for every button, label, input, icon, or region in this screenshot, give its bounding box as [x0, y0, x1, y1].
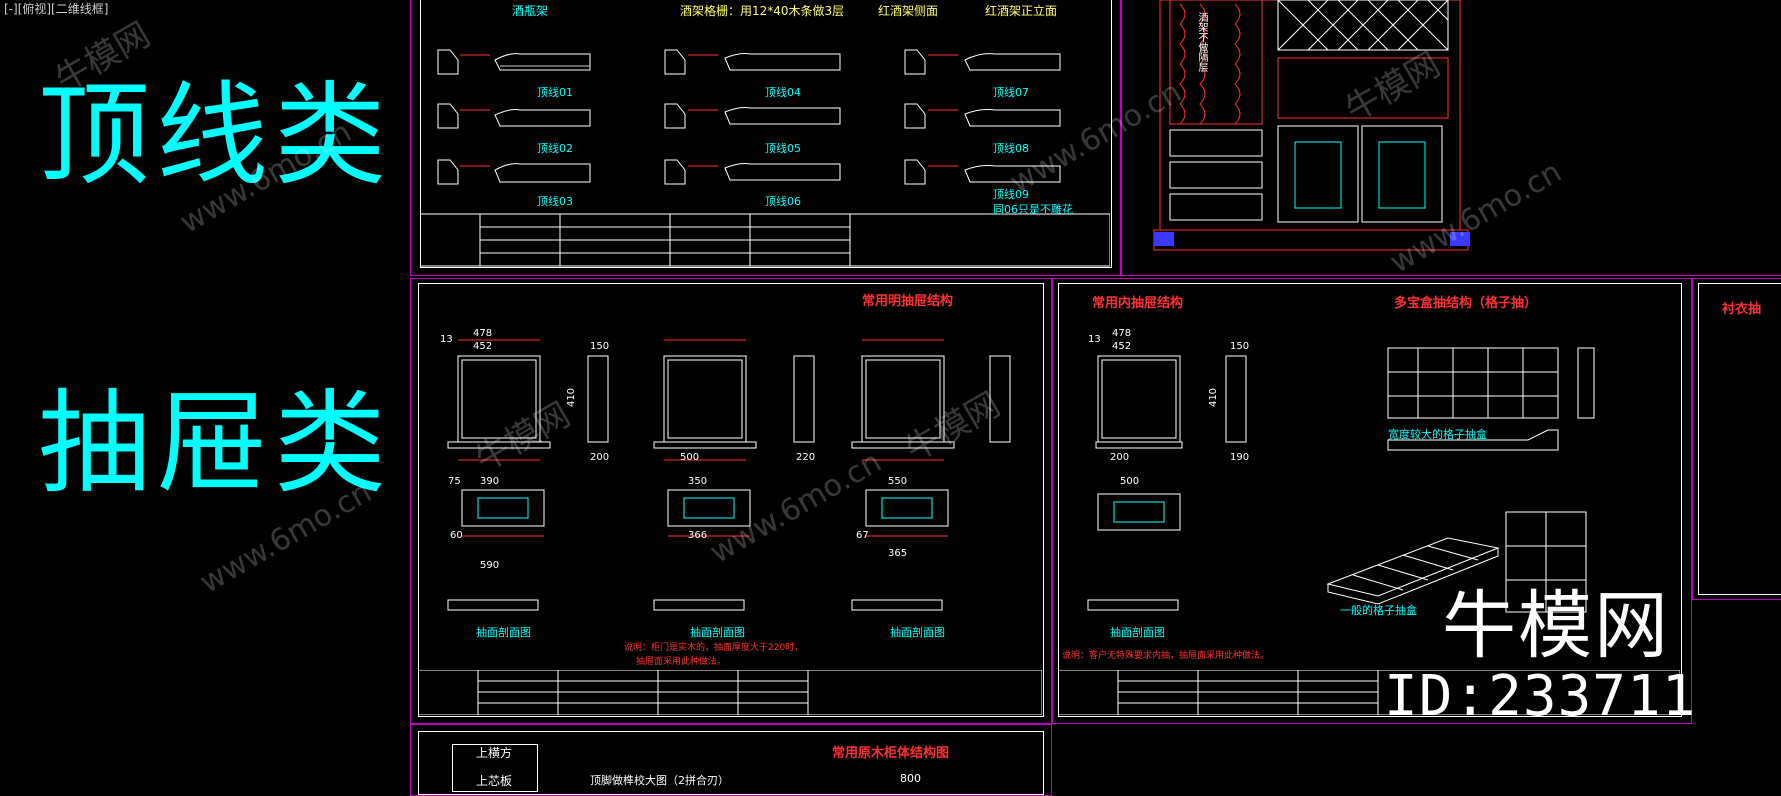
- brand-id: ID:233711: [1384, 664, 1697, 729]
- sheet-crown-profiles: [410, 0, 1122, 276]
- caption-rack-side: 红酒架侧面: [878, 4, 939, 18]
- crown-profile-drawings: [420, 49, 1110, 267]
- caption-wine-rack: 酒瓶架: [512, 4, 549, 18]
- label-top-rail: 上横方: [476, 746, 513, 760]
- section-label-1: 抽面剖面图: [476, 626, 531, 639]
- sheet-title-shirt-drawer: 衬衣抽: [1722, 302, 1762, 317]
- sheet-title-inner-drawer: 常用内抽屉结构: [1092, 296, 1184, 311]
- sheet-shirt-drawer: [1692, 278, 1781, 600]
- dim-478: 478: [473, 328, 493, 339]
- sheet-frame: [1058, 283, 1682, 717]
- sheet-frame: [420, 0, 1112, 268]
- dim-550: 550: [888, 476, 908, 487]
- profile-label-03: 顶线03: [537, 195, 573, 208]
- detail-label: 顶脚做榫校大图（2拼合刃）: [590, 774, 729, 787]
- profile-label-05: 顶线05: [765, 142, 801, 155]
- dim-13-inner: 13: [1088, 334, 1101, 345]
- dim-190-inner: 190: [1230, 452, 1250, 463]
- caption-rack-grid: 酒架格栅：用12*40木条做3层: [680, 4, 845, 18]
- dim-220: 220: [796, 452, 816, 463]
- caption-wide-grid-box: 宽度较大的格子抽盒: [1388, 428, 1487, 441]
- dim-452: 452: [473, 341, 493, 352]
- sheet-title-cabinet-structure: 常用原木柜体结构图: [832, 746, 950, 761]
- dim-410: 410: [566, 387, 578, 408]
- dim-150-inner: 150: [1230, 341, 1250, 352]
- dim-800: 800: [900, 772, 921, 785]
- dim-366: 366: [688, 530, 708, 541]
- section-label-2: 抽面剖面图: [690, 626, 745, 639]
- dim-452-inner: 452: [1112, 341, 1132, 352]
- title-block-mid-left: [418, 670, 1042, 715]
- sheet-frame: [1698, 283, 1781, 595]
- sheet-title-grid-drawer: 多宝盒抽结构（格子抽）: [1394, 296, 1538, 311]
- note-inner-drawer: 说明：客户无特殊要求内抽，抽屉面采用此种做法。: [1062, 651, 1270, 661]
- profile-label-08: 顶线08: [993, 142, 1029, 155]
- dim-500: 500: [680, 452, 700, 463]
- section-label-inner: 抽面剖面图: [1110, 626, 1165, 639]
- profile-label-07: 顶线07: [993, 86, 1029, 99]
- dim-390: 390: [480, 476, 500, 487]
- open-drawer-drawings: [447, 339, 1011, 611]
- dim-60: 60: [450, 530, 463, 541]
- cabinet-vertical-note: 酒架不做隔层: [1196, 12, 1207, 72]
- dim-150: 150: [590, 341, 610, 352]
- dim-590: 590: [480, 560, 500, 571]
- caption-general-grid-box: 一般的格子抽盒: [1340, 604, 1417, 617]
- profile-label-04: 顶线04: [765, 86, 801, 99]
- category-crown-molding: 顶线类: [38, 71, 392, 201]
- dim-350: 350: [688, 476, 708, 487]
- category-drawer: 抽屉类: [38, 379, 392, 509]
- sheet-frame: [418, 283, 1044, 717]
- wine-cabinet-elevation: [1153, 0, 1470, 251]
- dim-365: 365: [888, 548, 908, 559]
- dim-67: 67: [856, 530, 869, 541]
- sheet-title-open-drawer: 常用明抽屉结构: [862, 294, 954, 309]
- dim-410-inner: 410: [1208, 387, 1220, 408]
- dim-13: 13: [440, 334, 453, 345]
- dim-500-inner: 500: [1120, 476, 1140, 487]
- caption-rack-front: 红酒架正立面: [985, 4, 1058, 18]
- profile-label-06: 顶线06: [765, 195, 801, 208]
- profile-note: 同06只是不雕花: [993, 203, 1073, 216]
- dim-200-inner: 200: [1110, 452, 1130, 463]
- dim-75: 75: [448, 476, 461, 487]
- label-top-panel: 上芯板: [476, 774, 513, 788]
- profile-label-01: 顶线01: [537, 86, 573, 99]
- dim-200: 200: [590, 452, 610, 463]
- brand-logo: 牛模网: [1442, 583, 1670, 669]
- title-block-mid-right: [1058, 670, 1680, 715]
- note-open-drawer: 说明：柜门是实木的，抽面厚度大于220时，: [624, 643, 804, 653]
- profile-label-02: 顶线02: [537, 142, 573, 155]
- profile-label-09: 顶线09: [993, 188, 1029, 201]
- inner-drawer-drawings: [1087, 347, 1595, 613]
- sheet-open-drawer: [410, 278, 1052, 724]
- note-open-drawer-more: 抽屉面采用此种做法。: [636, 657, 727, 667]
- sheet-inner-drawer: [1052, 278, 1692, 724]
- viewport-label[interactable]: [-][俯视][二维线框]: [4, 2, 109, 16]
- section-label-3: 抽面剖面图: [890, 626, 945, 639]
- sheet-wine-cabinet: [1120, 0, 1781, 276]
- dim-478-inner: 478: [1112, 328, 1132, 339]
